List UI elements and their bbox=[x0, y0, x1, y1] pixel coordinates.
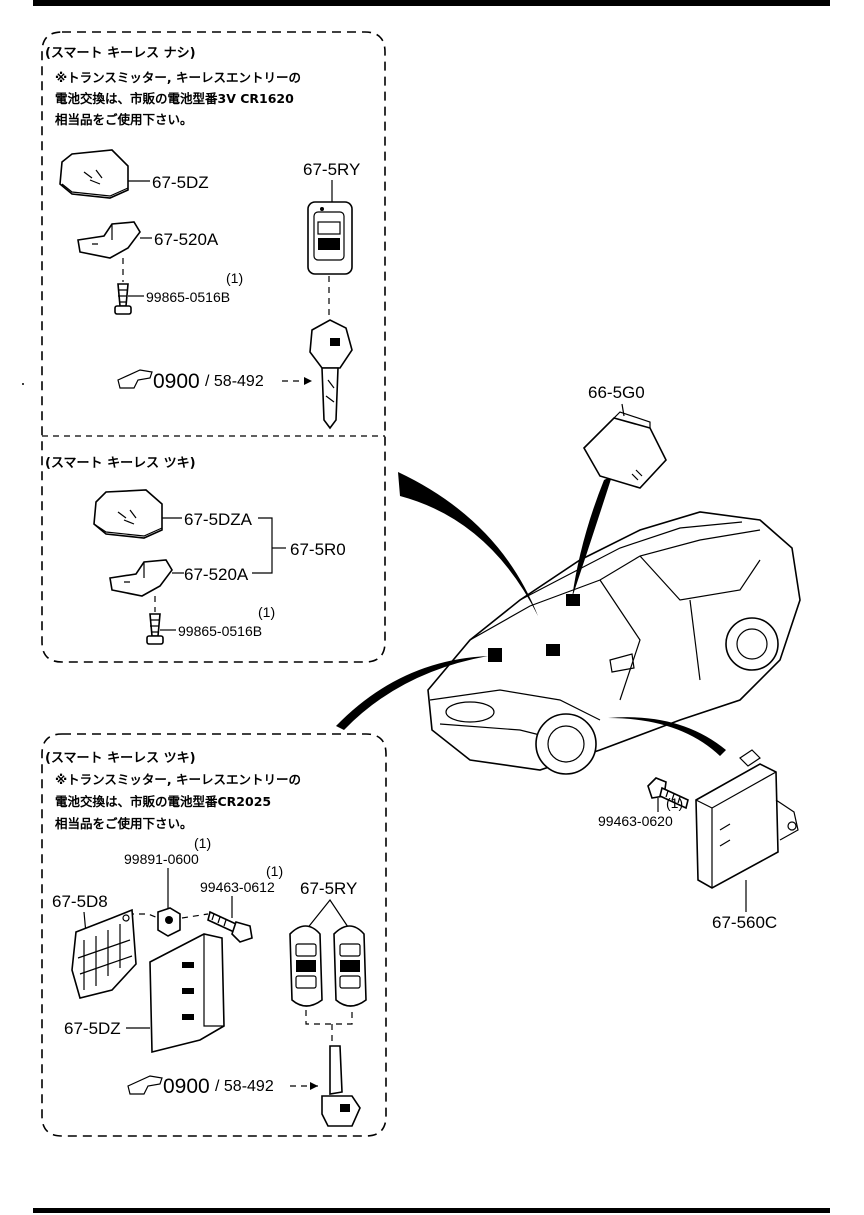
panel-top-border bbox=[41, 31, 386, 663]
ref-main-top[interactable]: 0900 bbox=[153, 370, 200, 393]
label-99865-smart: 99865-0516B bbox=[178, 623, 262, 639]
bolt-99463-0612[interactable] bbox=[207, 910, 253, 943]
screw-99865-smart[interactable] bbox=[146, 613, 164, 645]
smart-keyless-unit-67-5DZ[interactable] bbox=[149, 933, 225, 1054]
top-rule bbox=[33, 0, 830, 6]
panel-bottom-note-1: ※トランスミッター, キーレスエントリーの bbox=[55, 772, 301, 787]
ref-sub-top[interactable]: / 58-492 bbox=[205, 373, 264, 390]
label-67-5RY-top: 67-5RY bbox=[303, 160, 360, 179]
label-99865-smart-qty: (1) bbox=[258, 604, 275, 620]
label-67-5DZ: 67-5DZ bbox=[152, 173, 209, 192]
bracket-67-520A[interactable] bbox=[77, 221, 141, 259]
panel-bottom-note-2: 電池交換は、市販の電池型番CR2025 bbox=[55, 794, 271, 809]
label-99891: 99891-0600 bbox=[124, 851, 199, 867]
bolt-99463-0620[interactable] bbox=[647, 777, 689, 810]
pointing-hand-icon-bottom bbox=[127, 1075, 163, 1095]
label-99463-0612: 99463-0612 bbox=[200, 879, 275, 895]
panel-top-note-2: 電池交換は、市販の電池型番3V CR1620 bbox=[55, 91, 294, 106]
panel-bottom-header: (スマート キーレス ツキ) bbox=[45, 751, 196, 766]
margin-dot bbox=[22, 383, 24, 385]
label-67-520A-smart: 67-520A bbox=[184, 565, 249, 584]
label-99463-0612-qty: (1) bbox=[266, 863, 283, 879]
panel-top-header: (スマート キーレス ナシ) bbox=[45, 46, 196, 61]
label-67-5R0: 67-5R0 bbox=[290, 540, 346, 559]
antenna-module-66-5G0[interactable] bbox=[583, 411, 667, 489]
pointing-hand-icon-top bbox=[117, 369, 153, 389]
transmitter-module-67-5DZA[interactable] bbox=[93, 489, 163, 539]
label-67-560C: 67-560C bbox=[712, 913, 777, 932]
label-67-520A: 67-520A bbox=[154, 230, 219, 249]
panel-top-header-smart: (スマート キーレス ツキ) bbox=[45, 456, 196, 471]
panel-top-note-3: 相当品をご使用下さい。 bbox=[55, 112, 193, 127]
panel-bottom-note-3: 相当品をご使用下さい。 bbox=[55, 816, 193, 831]
label-67-5DZA: 67-5DZA bbox=[184, 510, 253, 529]
bracket-67-520A-smart[interactable] bbox=[109, 559, 173, 597]
key-blank-top[interactable] bbox=[309, 319, 353, 430]
vehicle-illustration bbox=[427, 511, 801, 775]
label-67-5D8: 67-5D8 bbox=[52, 892, 108, 911]
ref-sub-bottom[interactable]: / 58-492 bbox=[215, 1078, 274, 1095]
callout-swoosh-1 bbox=[398, 472, 538, 616]
callout-swoosh-2 bbox=[572, 476, 612, 598]
key-fob-67-5RY-top[interactable] bbox=[307, 201, 353, 275]
bracket-67-5D8[interactable] bbox=[71, 908, 137, 999]
callout-swoosh-4 bbox=[608, 717, 726, 756]
bottom-rule bbox=[33, 1208, 830, 1213]
label-99463-0620-qty: (1) bbox=[666, 795, 683, 811]
label-99891-qty: (1) bbox=[194, 835, 211, 851]
car-mark-2 bbox=[546, 644, 560, 656]
control-unit-67-560C[interactable] bbox=[695, 749, 799, 889]
label-99865: 99865-0516B bbox=[146, 289, 230, 305]
callout-swoosh-3 bbox=[336, 656, 488, 730]
transmitter-module-67-5DZ[interactable] bbox=[59, 149, 129, 199]
label-99865-qty: (1) bbox=[226, 270, 243, 286]
ref-main-bottom[interactable]: 0900 bbox=[163, 1075, 210, 1098]
label-66-5G0: 66-5G0 bbox=[588, 383, 645, 402]
car-mark-1 bbox=[566, 594, 580, 606]
key-fob-67-5RY-bottom-right[interactable] bbox=[333, 925, 367, 1007]
label-99463-0620: 99463-0620 bbox=[598, 813, 673, 829]
key-fob-67-5RY-bottom-left[interactable] bbox=[289, 925, 323, 1007]
car-mark-3 bbox=[488, 648, 502, 662]
label-67-5DZ-bottom: 67-5DZ bbox=[64, 1019, 121, 1038]
emergency-key-blade[interactable] bbox=[321, 1045, 361, 1127]
nut-99891[interactable] bbox=[157, 907, 181, 937]
label-67-5RY-bottom: 67-5RY bbox=[300, 879, 357, 898]
panel-top-note-1: ※トランスミッター, キーレスエントリーの bbox=[55, 70, 301, 85]
screw-99865[interactable] bbox=[114, 283, 132, 315]
